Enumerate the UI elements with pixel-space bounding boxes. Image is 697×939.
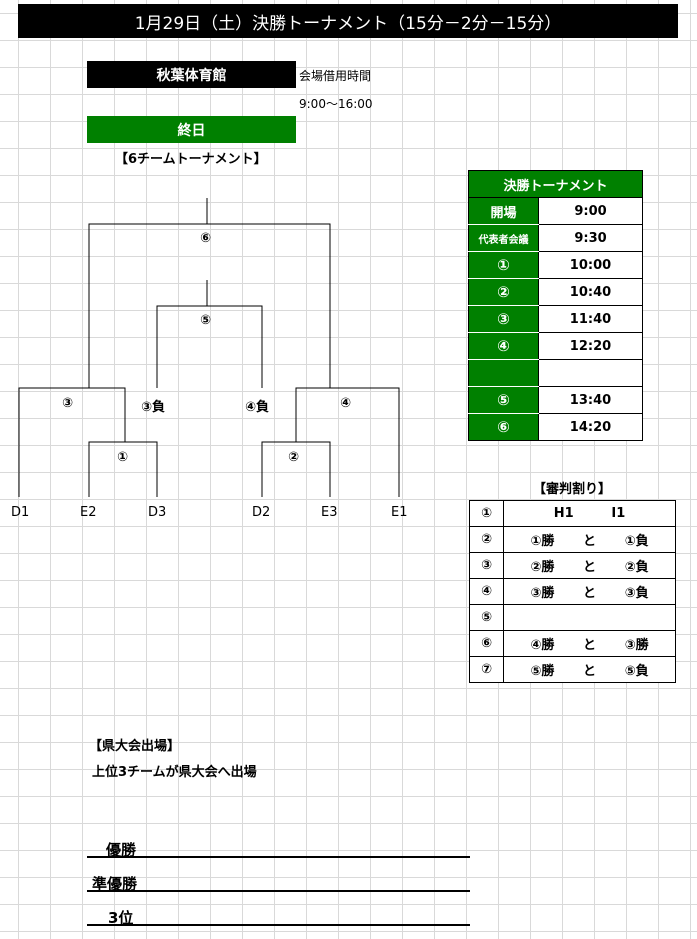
venue-name: 秋葉体育館 xyxy=(87,61,296,88)
schedule-heading: 決勝トーナメント xyxy=(468,170,643,198)
schedule-row xyxy=(468,359,643,387)
team-label: D3 xyxy=(148,505,167,520)
match-label-right-loser: ④負 xyxy=(245,400,270,415)
schedule-row: ② 10:40 xyxy=(468,278,643,306)
schedule-row: ④ 12:20 xyxy=(468,332,643,360)
match-label-right-first: ② xyxy=(288,450,300,465)
venue-usage-time: 9:00～16:00 xyxy=(299,97,373,111)
referee-heading: 【審判割り】 xyxy=(533,482,612,497)
team-label: D1 xyxy=(11,505,30,520)
schedule-row: ① 10:00 xyxy=(468,251,643,279)
schedule-row: ⑤ 13:40 xyxy=(468,386,643,414)
schedule-row: 開場 9:00 xyxy=(468,197,643,225)
match-label-right-quarter: ④ xyxy=(340,396,352,411)
match-label-left-loser: ③負 xyxy=(141,400,166,415)
match-label-left-quarter: ③ xyxy=(62,396,74,411)
placing-champion: 優勝 xyxy=(106,841,137,859)
match-label-semi: ⑤ xyxy=(200,313,212,328)
schedule-row: ⑥ 14:20 xyxy=(468,413,643,441)
team-label: E3 xyxy=(321,505,338,520)
team-label: E1 xyxy=(391,505,408,520)
venue-usage-label: 会場借用時間 xyxy=(299,69,372,83)
match-label-left-first: ① xyxy=(117,450,129,465)
placing-line xyxy=(87,890,470,892)
schedule-row: 代表者会議 9:30 xyxy=(468,224,643,252)
schedule-row: ③ 11:40 xyxy=(468,305,643,333)
team-label: E2 xyxy=(80,505,97,520)
placing-runner-up: 準優勝 xyxy=(92,875,138,893)
placing-line xyxy=(87,856,470,858)
prefectural-heading: 【県大会出場】 xyxy=(89,739,181,754)
duration-badge: 終日 xyxy=(87,116,296,143)
page-title: 1月29日（土）決勝トーナメント（15分－2分－15分） xyxy=(18,4,678,38)
placing-line xyxy=(87,924,470,926)
prefectural-text: 上位3チームが県大会へ出場 xyxy=(92,765,257,780)
placing-third: 3位 xyxy=(108,909,134,927)
schedule-table: 決勝トーナメント 開場 9:00 代表者会議 9:30 ① 10:00 ② 10… xyxy=(468,170,643,441)
referee-row: ⑤ xyxy=(469,604,676,631)
bracket-heading: 【6チームトーナメント】 xyxy=(115,152,267,167)
match-label-final: ⑥ xyxy=(200,231,212,246)
team-label: D2 xyxy=(252,505,271,520)
